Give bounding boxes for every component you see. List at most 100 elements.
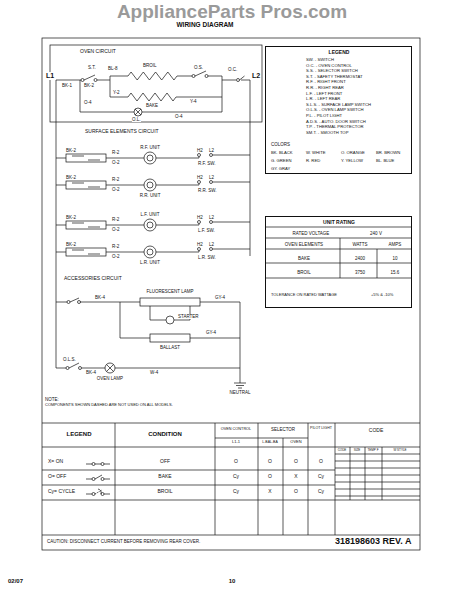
label: BK-2 (66, 148, 76, 153)
label: TEMP F (368, 449, 379, 452)
surface-unit (56, 219, 250, 231)
box-text: BROIL (297, 270, 311, 275)
label: O-2 (112, 254, 120, 259)
label: SIZE (354, 449, 361, 452)
table-rule (335, 475, 420, 476)
label: W-4 (150, 370, 158, 375)
box-text: WATTS (352, 242, 367, 247)
label: O-4 (84, 100, 92, 105)
label: Y-2 (113, 90, 120, 95)
heating-element (128, 93, 176, 101)
box-text: O.L.S. - OVEN LAMP SWITCH (306, 108, 364, 113)
box-text: COLORS (271, 142, 290, 147)
label: H2 (197, 215, 203, 220)
table-rule (335, 454, 420, 455)
label: SURFACE ELEMENTS CIRCUIT (85, 129, 159, 135)
label: BAKE (146, 103, 158, 108)
box-text: 3750 (355, 270, 365, 275)
label: BK-4 (95, 295, 105, 300)
label: S.T. (88, 65, 96, 70)
label: Cy (233, 489, 239, 495)
label: BALLAST (160, 345, 180, 350)
label: CODE (369, 428, 383, 434)
box-text: RATED VOLTAGE (293, 231, 330, 236)
label: O.L. (132, 117, 141, 122)
box-text: G. GREEN (271, 159, 291, 164)
label: X= ON (48, 459, 63, 465)
box-text: SM.T. - SMOOTH TOP (306, 131, 348, 136)
label: R-2 (112, 150, 119, 155)
label: 318198603 REV. A (335, 536, 411, 546)
label: BROIL (143, 63, 157, 68)
box-text: R. RED (306, 159, 320, 164)
table-rule (335, 482, 420, 483)
label: L1 (46, 72, 54, 80)
box-text: 10 (392, 256, 397, 261)
box-text: BR. BROWN (376, 151, 400, 156)
label: STARTER (178, 314, 199, 319)
box-text: +5% & -10% (371, 293, 393, 298)
label: Cy (318, 474, 324, 480)
table-rule (335, 496, 420, 497)
label: NOTE: (45, 397, 59, 402)
table-rule (335, 489, 420, 490)
label: L2 (209, 175, 214, 180)
label: O-2 (112, 187, 120, 192)
label: BK-2 (66, 242, 76, 247)
box-text: L.F. - LEFT FRONT (306, 92, 342, 97)
label: Cy= CYCLE (48, 489, 75, 495)
label: O (234, 459, 238, 465)
box-text: 15.6 (391, 270, 400, 275)
box-text: S.S. - SELECTOR SWITCH (306, 69, 358, 74)
label: L.R. SW. (198, 255, 216, 260)
box-text: OVEN ELEMENTS (285, 242, 323, 247)
box-text: O.C. - OVEN CONTROL (306, 64, 352, 69)
label: L2 (209, 148, 214, 153)
table-rule (335, 461, 420, 462)
label: O (294, 459, 298, 465)
box-text: Y. YELLOW (341, 159, 363, 164)
label: O.C. (228, 67, 237, 72)
label: CAUTION: DISCONNECT CURRENT BEFORE REMOV… (47, 539, 200, 544)
box-text: TOLERANCE ON RATED WATTAGE (271, 293, 337, 298)
label: 02/07 (8, 578, 23, 585)
label: OFF (160, 459, 170, 465)
box-heading: LEGEND (329, 50, 350, 56)
label: COMPONENTS SHOWN DASHED ARE NOT USED ON … (45, 403, 173, 408)
heating-element (128, 72, 177, 80)
box-text: A.D.S. - AUTO. DOOR SWITCH (306, 120, 366, 125)
label: O (319, 459, 323, 465)
label: O.S. (194, 65, 203, 70)
label: O-2 (112, 160, 120, 165)
label: L2 (252, 72, 260, 80)
box-text: R.F. - RIGHT FRONT (306, 80, 346, 85)
label: R-2 (112, 244, 119, 249)
label: R-2 (112, 177, 119, 182)
label: GY-4 (206, 330, 216, 335)
box-text: L.R. - LEFT REAR (306, 97, 340, 102)
label: BAKE (158, 474, 171, 480)
label: Cy (233, 474, 239, 480)
label: OVEN LAMP (97, 376, 123, 381)
label: H2 (197, 175, 203, 180)
box-text: 240 V (370, 231, 382, 236)
label: BK-2 (66, 175, 76, 180)
label: L2 (209, 242, 214, 247)
box-text: GY. GRAY (271, 167, 290, 172)
box-text: SW. - SWITCH (306, 58, 334, 63)
surface-unit (56, 152, 250, 164)
label: OVEN CONTROL (221, 427, 251, 431)
label: Y-4 (190, 99, 197, 104)
label: R.R. UNIT (140, 193, 161, 198)
box-heading: UNIT RATING (323, 220, 355, 226)
label: R.R. SW. (198, 188, 217, 193)
label: BK-4 (86, 370, 96, 375)
label: O (268, 474, 272, 480)
label: L.R. UNIT (140, 260, 160, 265)
label: R-2 (112, 217, 119, 222)
label: O (268, 459, 272, 465)
label: H2 (197, 148, 203, 153)
box-text: 2400 (355, 256, 365, 261)
watermark: ApplianceParts Pros.com (117, 1, 347, 23)
